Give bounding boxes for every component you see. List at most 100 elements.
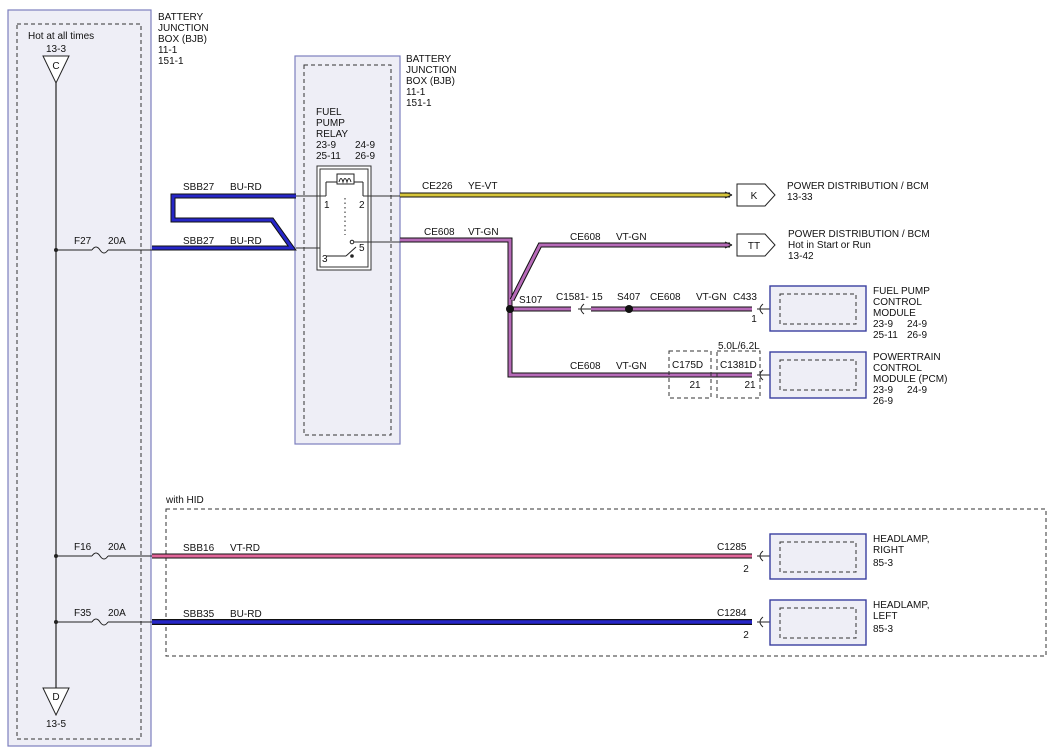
relay-ref-a0: 23-9 [316,140,336,151]
fuse-f35-rating: 20A [108,608,126,619]
splice-s107-label: S107 [519,295,543,306]
relay-pin-3: 3 [322,254,328,265]
hl-right-ref: 85-3 [873,558,893,569]
bjb-left-line-0: BATTERY [158,12,204,23]
connector-c-label: C [52,61,59,72]
wire-ce608-tt [510,243,730,301]
connector-c433-icon [757,303,771,315]
bjb-left-line-3: 11-1 [158,45,178,56]
fuse-f16-rating: 20A [108,542,126,553]
wire-ce608-pcm-color: VT-GN [616,361,647,372]
connector-d-label: D [52,692,59,703]
splice-s407-icon [625,305,633,313]
fpcm-ref-a0: 23-9 [873,319,893,330]
fuse-f27 [54,246,152,254]
relay-line-1: PUMP [316,118,345,129]
wire-sbb27-top-color: BU-RD [230,182,262,193]
relay-symbol [316,165,372,271]
pcm-ref-a1: 24-9 [907,385,927,396]
connector-d-icon [42,687,70,717]
hl-left-line-1: LEFT [873,611,897,622]
pcm-ref-a0: 23-9 [873,385,893,396]
c433-label: C433 [733,292,757,303]
wire-sbb27-top-circuit: SBB27 [183,182,215,193]
relay-pin-5: 5 [359,243,365,254]
fpcm-line-0: FUEL PUMP [873,286,930,297]
wire-ce226-circuit: CE226 [422,181,453,192]
wire-sbb16-color: VT-RD [230,543,260,554]
wire-sbb16-circuit: SBB16 [183,543,215,554]
bjb-right-line-1: JUNCTION [406,65,457,76]
bjb-left-panel [7,9,152,747]
wire-ce608-relay-circuit: CE608 [424,227,455,238]
splice-s107-icon [506,305,514,313]
k-arrow-icon [736,183,776,207]
relay-pin-1: 1 [324,200,330,211]
connector-c-icon [42,55,70,85]
hl-right-line-1: RIGHT [873,545,904,556]
hl-right-line-0: HEADLAMP, [873,534,930,545]
bjb-right-inner [303,64,392,436]
c1285-label: C1285 [717,542,747,553]
bjb-left-line-1: JUNCTION [158,23,209,34]
relay-line-0: FUEL [316,107,342,118]
hid-box [165,508,1047,657]
wire-sbb35-color: BU-RD [230,609,262,620]
bottom-ref: 13-5 [46,719,66,730]
wire-ce608-relay-color: VT-GN [468,227,499,238]
fpcm-ref-a1: 24-9 [907,319,927,330]
hl-left-ref: 85-3 [873,624,893,635]
wire-ce608-fpcm-circuit: CE608 [650,292,681,303]
wire-ce608-tt-color: VT-GN [616,232,647,243]
fpcm-ref-b0: 25-11 [873,330,898,341]
fuse-f27-rating: 20A [108,236,126,247]
wire-sbb35-circuit: SBB35 [183,609,215,620]
fpcm-line-1: CONTROL [873,297,922,308]
hl-left-line-0: HEADLAMP, [873,600,930,611]
pcm-ref-b0: 26-9 [873,396,893,407]
tt-arrow-label: TT [748,241,760,252]
c433-pin: 1 [751,314,757,325]
wire-sbb27-bot-circuit: SBB27 [183,236,215,247]
relay-coil-icon [336,173,355,185]
relay-ref-b1: 26-9 [355,151,375,162]
k-arrow-label: K [751,191,758,202]
fuse-f16-name: F16 [74,542,92,553]
c175d-label: C175D [672,360,703,371]
connector-pcm-icon [757,369,771,381]
fpcm-ref-b1: 26-9 [907,330,927,341]
c1285-pin: 2 [743,564,749,575]
dest-k-line2: 13-33 [787,192,813,203]
tt-arrow-icon [736,233,776,257]
dest-tt-line3: 13-42 [788,251,814,262]
pcm-line-2: MODULE (PCM) [873,374,947,385]
wire-sbb27-bot-color: BU-RD [230,236,262,247]
fuse-f35 [54,618,152,626]
bjb-right-line-2: BOX (BJB) [406,76,455,87]
bjb-left-line-2: BOX (BJB) [158,34,207,45]
wire-ce608-fpcm-color: VT-GN [696,292,727,303]
relay-ref-a1: 24-9 [355,140,375,151]
c175d-pin: 21 [689,380,701,391]
c1284-pin: 2 [743,630,749,641]
bjb-right-line-3: 11-1 [406,87,426,98]
top-ref: 13-3 [46,44,66,55]
c1581-label: C1581- 15 [556,292,603,303]
bjb-right-line-4: 151-1 [406,98,432,109]
pcm-line-0: POWERTRAIN [873,352,941,363]
connector-c1284-icon [757,616,771,628]
hot-label: Hot at all times [28,31,94,42]
dest-tt-line1: POWER DISTRIBUTION / BCM [788,229,930,240]
splice-s407-label: S407 [617,292,641,303]
c1381d-label: C1381D [720,360,757,371]
fuse-f16 [54,552,152,560]
relay-ref-b0: 25-11 [316,151,341,162]
hid-label: with HID [165,495,204,506]
c175d-box [668,350,712,399]
relay-pin-2: 2 [359,200,365,211]
fuse-f35-name: F35 [74,608,92,619]
wire-ce226-color: YE-VT [468,181,497,192]
wire-ce608-pcm-circuit: CE608 [570,361,601,372]
engine-label: 5.0L/6.2L [718,341,760,352]
dest-k-line1: POWER DISTRIBUTION / BCM [787,181,929,192]
